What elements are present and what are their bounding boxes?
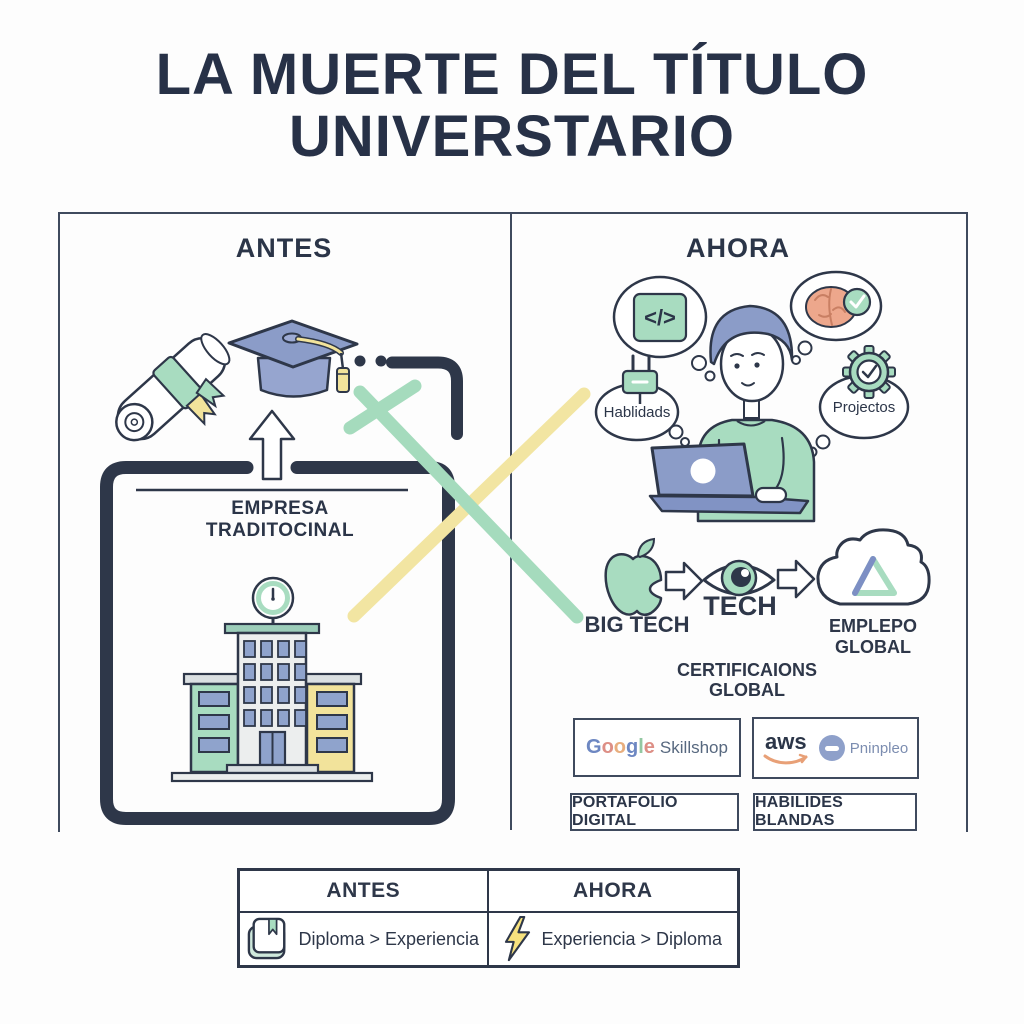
panel-divider [510,212,512,830]
company-label-line1: EMPRESA [231,498,329,519]
soft-skills-box: HABILIDES BLANDAS [753,793,917,831]
partner-circle-icon [818,735,845,761]
google-logo: Google [586,736,655,758]
summary-row-antes: Diploma > Experiencia [240,913,489,965]
company-label: EMPRESA TRADITOCINAL [180,498,380,542]
google-skillshop-box: Google Skillshop [573,718,741,777]
summary-text-antes: Diploma > Experiencia [298,928,480,949]
right-panel-header: AHORA [686,233,790,263]
comparison-frame [58,212,968,832]
certifications-heading: CERTIFICAIONS GLOBAL [662,660,832,700]
code-glyph: </> [644,304,676,330]
summary-header-antes: ANTES [240,871,489,913]
book-icon [248,917,286,960]
cert-heading-line2: GLOBAL [709,680,785,700]
summary-text-ahora: Experiencia > Diploma [541,928,723,949]
tech-label: TECH [703,591,777,621]
summary-header-ahora: AHORA [488,871,737,913]
summary-table: ANTES AHORA Diploma > Experiencia Experi… [237,868,740,968]
skills-bubble-label: Hablidads [603,404,671,421]
lightning-icon [505,916,531,962]
title-line-2: UNIVERSTARIO [289,104,735,169]
employment-label: EMPLEPO GLOBAL [828,616,917,657]
aws-swoosh-icon [763,753,808,764]
left-panel-header: ANTES [235,233,333,263]
summary-row-ahora: Experiencia > Diploma [489,913,738,965]
aws-partner-box: aws Pninpleo [752,717,919,779]
skillshop-label: Skillshop [659,737,728,757]
portfolio-box: PORTAFOLIO DIGITAL [570,793,739,831]
aws-logo: aws [763,730,809,766]
partner-logo: Pninpleo [818,735,908,761]
big-tech-label: BIG TECH [584,612,690,637]
title-line-1: LA MUERTE DEL TÍTULO [155,42,869,107]
page-title: LA MUERTE DEL TÍTULO UNIVERSTARIO [0,44,1024,168]
cert-heading-line1: CERTIFICAIONS [676,660,817,680]
company-label-line2: TRADITOCINAL [205,520,355,541]
projects-bubble-label: Projectos [832,399,896,416]
